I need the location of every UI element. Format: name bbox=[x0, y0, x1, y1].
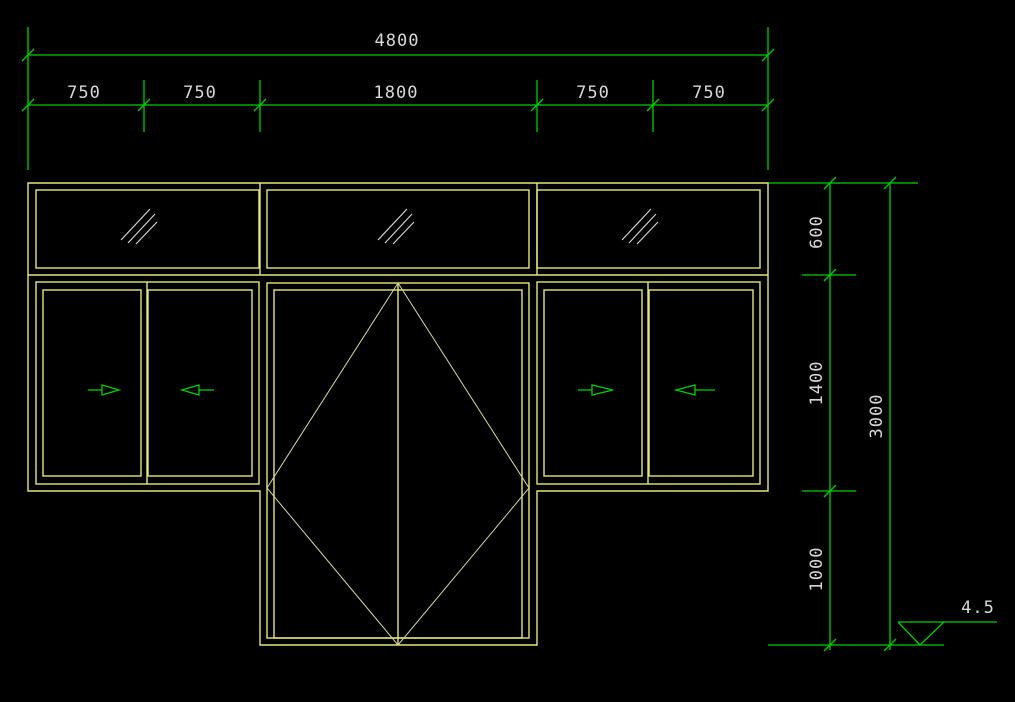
level-label: 4.5 bbox=[961, 598, 995, 618]
door-swing-lines bbox=[266, 282, 530, 646]
segment-1-label: 750 bbox=[67, 83, 101, 103]
window-frame bbox=[27, 182, 769, 646]
elevation-triangle-icon bbox=[897, 621, 997, 646]
arrow-left-icon bbox=[179, 384, 214, 396]
overall-height-label: 3000 bbox=[867, 394, 887, 439]
transom-height-label: 600 bbox=[807, 215, 827, 249]
segment-5-label: 750 bbox=[692, 83, 726, 103]
sash-height-label: 1400 bbox=[807, 361, 827, 406]
glass-hatch-icon bbox=[377, 208, 415, 245]
segment-2-label: 750 bbox=[183, 83, 217, 103]
glass-hatch-icon bbox=[120, 208, 158, 245]
segment-4-label: 750 bbox=[576, 83, 610, 103]
horizontal-dimensions bbox=[21, 27, 775, 170]
glass-hatch-icon bbox=[621, 208, 659, 245]
segment-3-label: 1800 bbox=[374, 83, 419, 103]
arrow-right-icon bbox=[578, 384, 614, 396]
door-lower-height-label: 1000 bbox=[807, 547, 827, 592]
vertical-dimensions bbox=[768, 176, 944, 652]
arrow-right-icon bbox=[88, 384, 122, 396]
overall-width-label: 4800 bbox=[375, 31, 420, 51]
arrow-left-icon bbox=[673, 384, 715, 396]
